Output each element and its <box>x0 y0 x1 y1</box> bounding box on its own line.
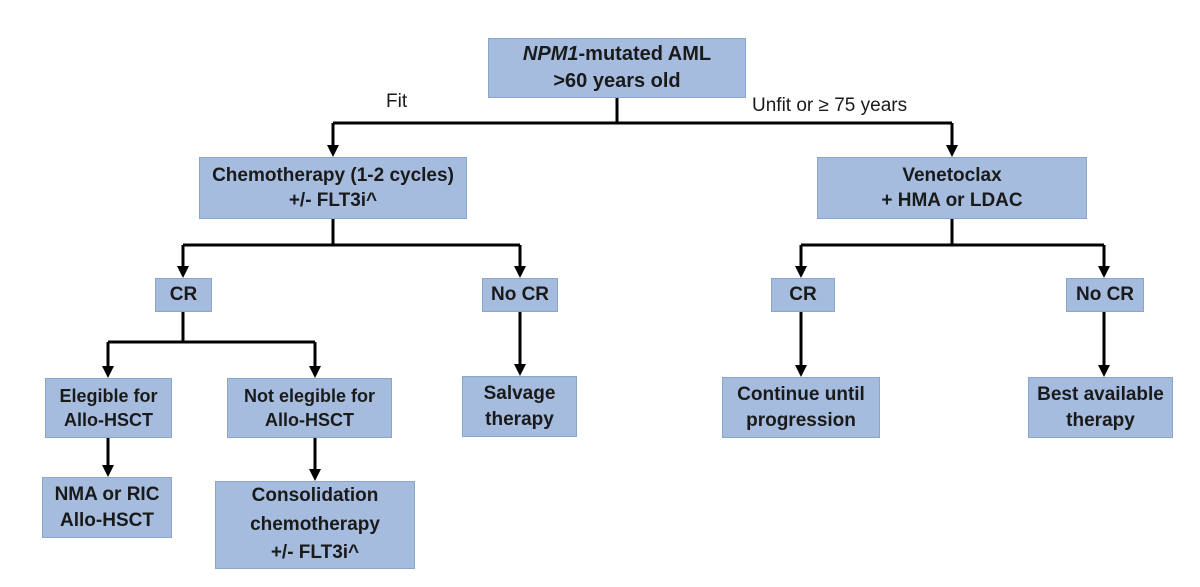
node-not-eligible-allo-hsct: Not elegible for Allo-HSCT <box>227 378 392 438</box>
node-consolidation-chemo: Consolidation chemotherapy +/- FLT3i^ <box>215 481 415 569</box>
root-line1: NPM1-mutated AML <box>523 41 711 68</box>
root-line2: >60 years old <box>553 70 681 92</box>
node-chemotherapy: Chemotherapy (1-2 cycles) +/- FLT3i^ <box>199 157 467 219</box>
node-eligible-allo-hsct: Elegible for Allo-HSCT <box>45 378 172 438</box>
gene-suffix: -mutated AML <box>578 43 712 66</box>
node-cr-left: CR <box>155 278 212 312</box>
node-continue-until-progression: Continue until progression <box>722 377 880 438</box>
node-best-available-therapy: Best available therapy <box>1028 377 1173 438</box>
node-venetoclax: Venetoclax + HMA or LDAC <box>817 157 1087 219</box>
edge-label-fit: Fit <box>386 91 408 112</box>
node-salvage-therapy: Salvage therapy <box>462 376 577 437</box>
node-nma-ric-allo-hsct: NMA or RIC Allo-HSCT <box>42 477 172 538</box>
node-cr-right: CR <box>771 278 835 312</box>
node-no-cr-right: No CR <box>1066 278 1144 312</box>
edge-label-unfit: Unfit or ≥ 75 years <box>752 95 908 116</box>
node-no-cr-left: No CR <box>482 278 558 312</box>
gene-name: NPM1 <box>522 43 579 66</box>
node-npm1-root: NPM1-mutated AML >60 years old <box>488 38 746 98</box>
